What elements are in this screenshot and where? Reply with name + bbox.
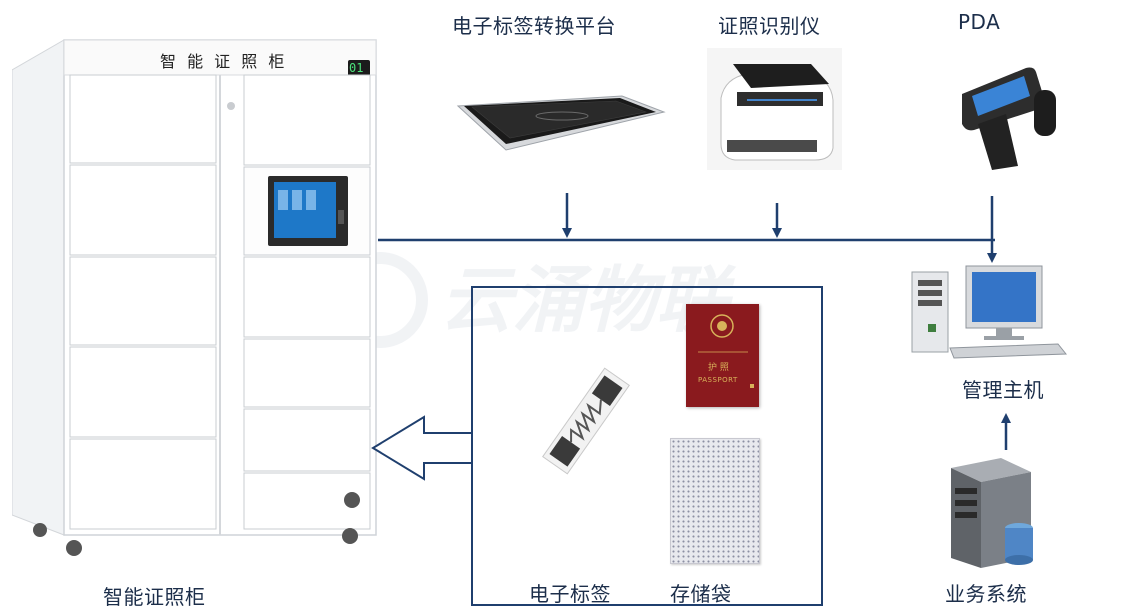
host-computer-icon (911, 265, 1068, 359)
pda-device-icon (962, 67, 1056, 170)
id-scanner-icon (707, 48, 842, 170)
cabinet-label: 智能证照柜 (103, 585, 206, 609)
business-server-icon (951, 458, 1033, 568)
tablet-label: 电子标签转换平台 (452, 14, 616, 38)
passport-cover-sub: PASSPORT (698, 376, 738, 384)
passport-cover-text: 护 照 (708, 363, 729, 373)
tablet-device-icon (456, 95, 666, 151)
smart-cabinet: 智 能 证 照 柜 01 (12, 30, 384, 560)
storage-box (471, 286, 823, 606)
rfid-tag-icon (542, 367, 630, 475)
storage-to-cabinet-arrow (371, 415, 473, 481)
tag-label: 电子标签 (529, 582, 611, 606)
storage-bag-icon (670, 438, 760, 564)
host-label: 管理主机 (962, 378, 1044, 402)
cabinet-header-text: 智 能 证 照 柜 (160, 52, 288, 71)
pda-label: PDA (958, 10, 1001, 34)
cabinet-counter: 01 (349, 61, 364, 75)
scanner-label: 证照识别仪 (718, 14, 821, 38)
bag-label: 存储袋 (670, 582, 732, 606)
passport-icon: 护 照 PASSPORT (686, 304, 759, 407)
business-label: 业务系统 (945, 582, 1027, 606)
